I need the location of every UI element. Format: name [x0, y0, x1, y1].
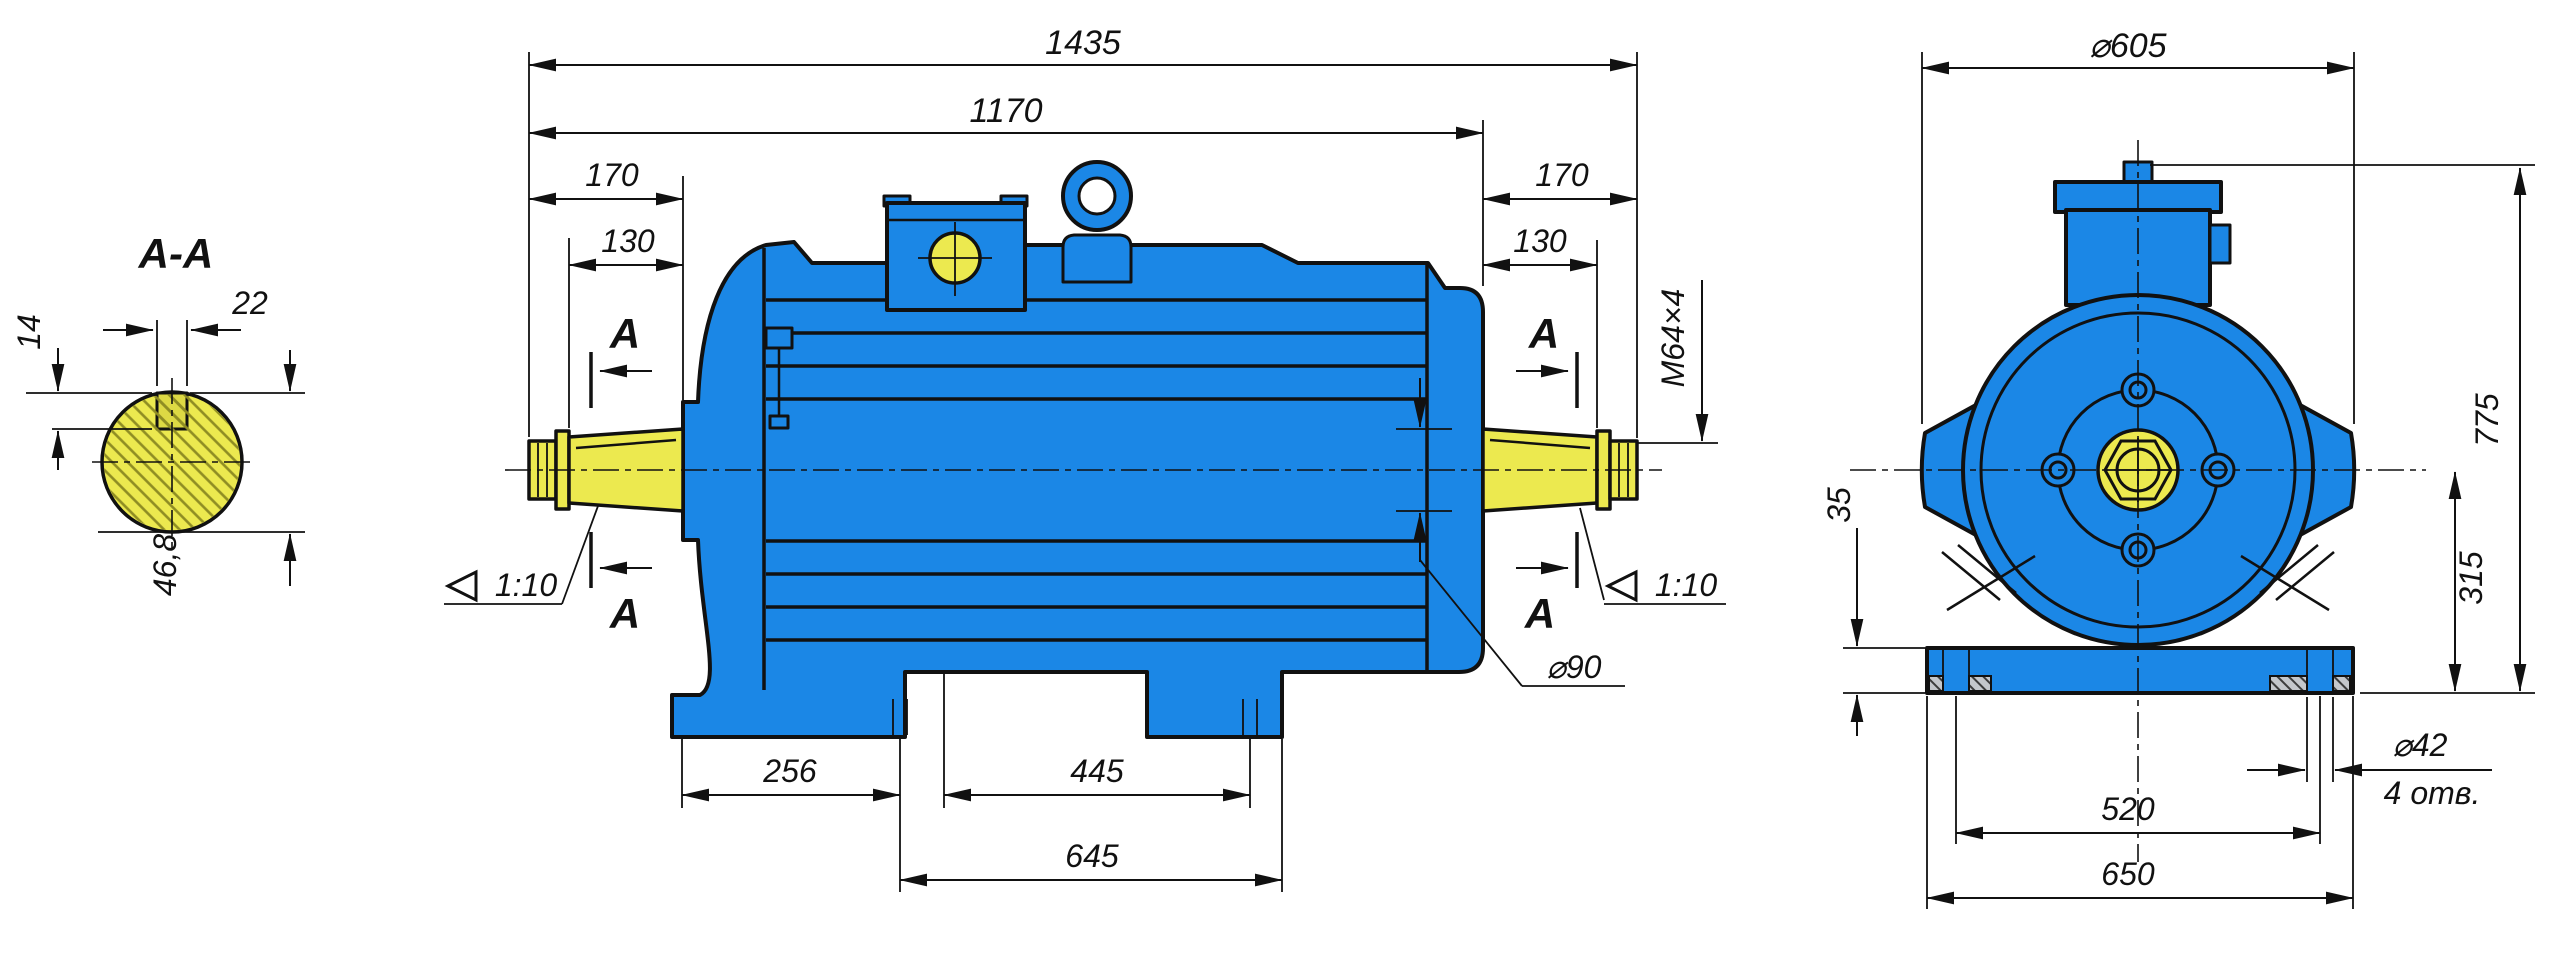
dim-base-holes-span: 520: [1955, 791, 2321, 840]
dim-thread-text: M64×4: [1655, 289, 1691, 388]
dim-shaft-ext-left: 170: [528, 157, 684, 206]
dim-taper-len-right-text: 130: [1513, 223, 1567, 259]
dim-foot-span-total: 645: [899, 838, 1283, 887]
mount-pad: [2269, 675, 2308, 692]
dim-key-flat-text: 46,8: [147, 534, 183, 596]
dim-foot-holes-span-text: 445: [1070, 753, 1124, 789]
dim-shaft-diameter-text: ⌀90: [1547, 649, 1602, 685]
grease-fitting: [764, 326, 794, 430]
dim-base-hole-dia-text: ⌀42: [2393, 727, 2448, 763]
dim-shaft-ext-right: 170: [1482, 157, 1638, 206]
dim-key-width-text: 22: [231, 285, 268, 321]
mount-pad: [1968, 675, 1992, 692]
dim-foot-span-total-text: 645: [1065, 838, 1119, 874]
taper-label-right: 1:10: [1579, 507, 1726, 605]
dim-frame-diameter: ⌀605: [1921, 27, 2355, 75]
dim-foot-offset: 256: [681, 753, 901, 802]
gusset-ribs: [1941, 544, 2335, 612]
dim-foot-holes-span: 445: [943, 753, 1251, 802]
dim-base-hole: ⌀42 4 отв.: [2247, 727, 2492, 811]
dim-taper-len-left: 130: [568, 223, 684, 272]
dim-base-width: 650: [1926, 856, 2354, 905]
dim-shaft-ext-right-text: 170: [1535, 157, 1589, 193]
taper-icon: [444, 569, 478, 603]
dim-shaft-diameter: ⌀90: [1396, 378, 1625, 687]
dim-frame-diameter-text: ⌀605: [2089, 27, 2166, 65]
cut-letter-right-bottom: A: [1524, 590, 1555, 637]
mount-pad: [1928, 675, 1944, 692]
end-extension-lines: [1843, 52, 2535, 909]
cut-letter-right-top: A: [1528, 310, 1559, 357]
section-view-a-a: A-A 22 14 46,8: [11, 230, 305, 596]
dim-total-length-text: 1435: [1045, 24, 1121, 62]
section-cut-marks: A A A A: [589, 310, 1579, 637]
taper-label-left: 1:10: [444, 505, 599, 605]
dim-frame-length: 1170: [528, 92, 1484, 140]
dim-overall-height: 775: [2469, 167, 2527, 692]
dim-pad-height: 35: [1821, 487, 1864, 736]
dim-thread: M64×4: [1655, 280, 1709, 442]
dim-axis-height: 315: [2448, 471, 2489, 692]
dim-frame-length-text: 1170: [969, 92, 1042, 130]
dim-total-length: 1435: [528, 24, 1638, 72]
foot-holes: [892, 699, 1258, 735]
dim-shaft-ext-left-text: 170: [585, 157, 639, 193]
dim-base-hole-count-text: 4 отв.: [2384, 775, 2481, 811]
dim-key-depth: 14: [11, 314, 152, 470]
cut-letter-left-top: A: [609, 310, 640, 357]
dim-key-depth-text: 14: [11, 314, 47, 350]
dim-axis-height-text: 315: [2453, 551, 2489, 605]
dim-foot-offset-text: 256: [762, 753, 817, 789]
eyebolt: [1061, 160, 1133, 284]
dim-base-holes-span-text: 520: [2101, 791, 2155, 827]
dim-overall-height-text: 775: [2469, 393, 2505, 447]
cooling-fins: [762, 248, 1429, 690]
dim-taper-len-right: 130: [1482, 223, 1598, 272]
motor-body: [670, 240, 1485, 739]
mount-pad: [2332, 675, 2351, 692]
terminal-box: [882, 194, 1029, 312]
taper-icon: [1604, 569, 1638, 603]
end-view: ⌀605 775 315 35 520 650: [1821, 27, 2535, 909]
dim-key-flat: 46,8: [98, 350, 305, 596]
cut-letter-left-bottom: A: [609, 590, 640, 637]
taper-right-text: 1:10: [1655, 567, 1717, 603]
dim-taper-len-left-text: 130: [601, 223, 655, 259]
base-feet: [1925, 646, 2355, 695]
side-view: 1435 1170 170 130 170 130 M64×4: [444, 24, 1726, 892]
section-title: A-A: [138, 230, 214, 277]
dim-key-width: 22: [103, 285, 268, 386]
dim-pad-height-text: 35: [1821, 487, 1857, 523]
taper-left-text: 1:10: [495, 567, 557, 603]
end-terminal-box: [2053, 160, 2232, 307]
dim-base-width-text: 650: [2101, 856, 2155, 892]
